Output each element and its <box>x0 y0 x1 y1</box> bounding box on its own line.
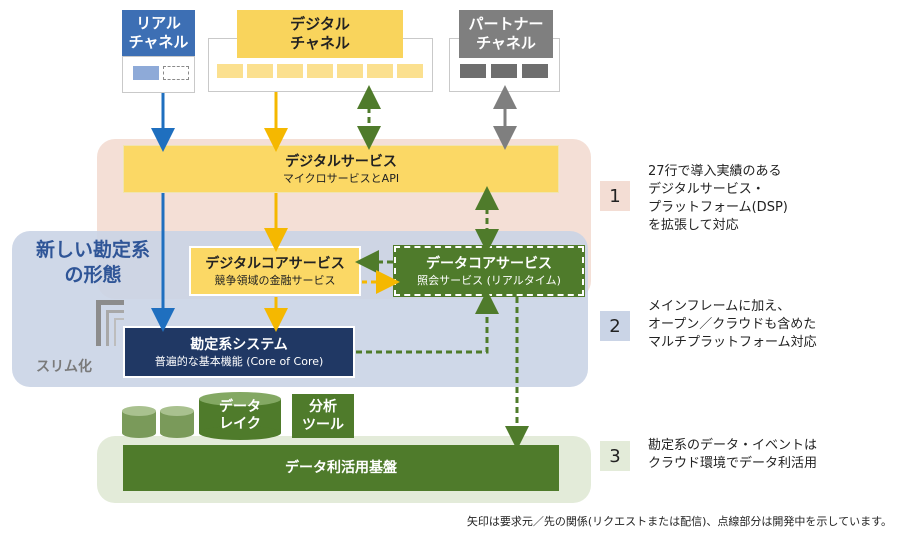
note-2-text: メインフレームに加え、 オープン／クラウドも含めた マルチプラットフォーム対応 <box>648 298 893 352</box>
digital-channel-block <box>367 64 393 78</box>
arrow-core-to-data-core <box>356 290 499 354</box>
digital-channel-block <box>397 64 423 78</box>
data-core-subtitle: 照会サービス (リアルタイム) <box>417 273 561 287</box>
note-1-line: を拡張して対応 <box>648 218 739 233</box>
digital-channel-line1: デジタル <box>290 15 350 33</box>
digital-channel-block <box>337 64 363 78</box>
data-lake-line2: レイク <box>219 416 261 432</box>
real-channel-line2: チャネル <box>128 33 189 51</box>
digital-core-subtitle: 競争領域の金融サービス <box>214 273 336 287</box>
digital-channel-block <box>277 64 303 78</box>
note-3-line: クラウド環境でデータ利活用 <box>648 456 818 471</box>
analysis-tools-box: 分析 ツール <box>292 394 354 438</box>
database-icon <box>122 406 156 438</box>
footnote: 矢印は要求元／先の関係(リクエストまたは配信)、点線部分は開発中を示しています。 <box>466 515 892 528</box>
analysis-tools-line1: 分析 <box>309 399 337 415</box>
real-channel-line1: リアル <box>136 14 181 32</box>
database-icon <box>160 406 194 438</box>
partner-channel-block <box>460 64 486 78</box>
partner-channel-label: パートナー チャネル <box>459 10 553 58</box>
new-core-label-line1: 新しい勘定系 <box>35 239 150 261</box>
note-2-badge: 2 <box>600 311 630 341</box>
note-3-text: 勘定系のデータ・イベントは クラウド環境でデータ利活用 <box>648 437 893 473</box>
digital-core-title: デジタルコアサービス <box>205 255 345 272</box>
note-2-line: オープン／クラウドも含めた <box>648 317 817 332</box>
digital-channel-line2: チャネル <box>290 34 350 52</box>
partner-channel-line1: パートナー <box>468 15 544 33</box>
partner-channel-block <box>491 64 517 78</box>
note-3-line: 勘定系のデータ・イベントは <box>648 438 818 453</box>
data-lake-cylinder <box>199 392 281 440</box>
new-core-label: 新しい勘定系 の形態 <box>18 238 168 288</box>
core-system-subtitle: 普遍的な基本機能 (Core of Core) <box>154 354 324 368</box>
note-3-badge: 3 <box>600 441 630 471</box>
partner-channel-block <box>522 64 548 78</box>
analysis-tools-line2: ツール <box>302 417 344 433</box>
note-1-text: 27行で導入実績のある デジタルサービス・ プラットフォーム(DSP) を拡張し… <box>648 163 893 235</box>
digital-services-box: デジタルサービス マイクロサービスとAPI <box>123 145 559 193</box>
digital-channel-label: デジタル チャネル <box>237 10 403 58</box>
digital-core-box: デジタルコアサービス 競争領域の金融サービス <box>189 246 361 296</box>
real-channel-block <box>133 66 159 80</box>
digital-channel-block <box>247 64 273 78</box>
slim-label: スリム化 <box>36 359 92 375</box>
real-channel-block-outline <box>163 66 189 80</box>
data-lake-label: データ レイク <box>199 396 281 436</box>
digital-services-title: デジタルサービス <box>285 153 397 170</box>
digital-services-subtitle: マイクロサービスとAPI <box>282 171 400 185</box>
core-system-title: 勘定系システム <box>190 336 288 353</box>
data-core-title: データコアサービス <box>426 255 552 272</box>
note-2-line: メインフレームに加え、 <box>648 299 791 314</box>
digital-channel-block <box>217 64 243 78</box>
note-2-line: マルチプラットフォーム対応 <box>648 335 817 350</box>
digital-channel-block <box>307 64 333 78</box>
core-system-box: 勘定系システム 普遍的な基本機能 (Core of Core) <box>123 326 355 378</box>
partner-channel-line2: チャネル <box>476 34 536 52</box>
note-1-line: プラットフォーム(DSP) <box>648 200 788 215</box>
real-channel-frame <box>122 56 195 93</box>
real-channel-label: リアル チャネル <box>122 10 195 56</box>
new-core-label-line2: の形態 <box>64 264 122 286</box>
data-platform-box: データ利活用基盤 <box>123 445 559 491</box>
note-1-line: 27行で導入実績のある <box>648 164 782 179</box>
data-core-box: データコアサービス 照会サービス (リアルタイム) <box>393 245 585 297</box>
data-platform-title: データ利活用基盤 <box>285 460 397 476</box>
note-1-badge: 1 <box>600 181 630 211</box>
note-1-line: デジタルサービス・ <box>648 182 765 197</box>
slim-icon <box>96 300 126 346</box>
data-lake-line1: データ <box>219 399 261 415</box>
